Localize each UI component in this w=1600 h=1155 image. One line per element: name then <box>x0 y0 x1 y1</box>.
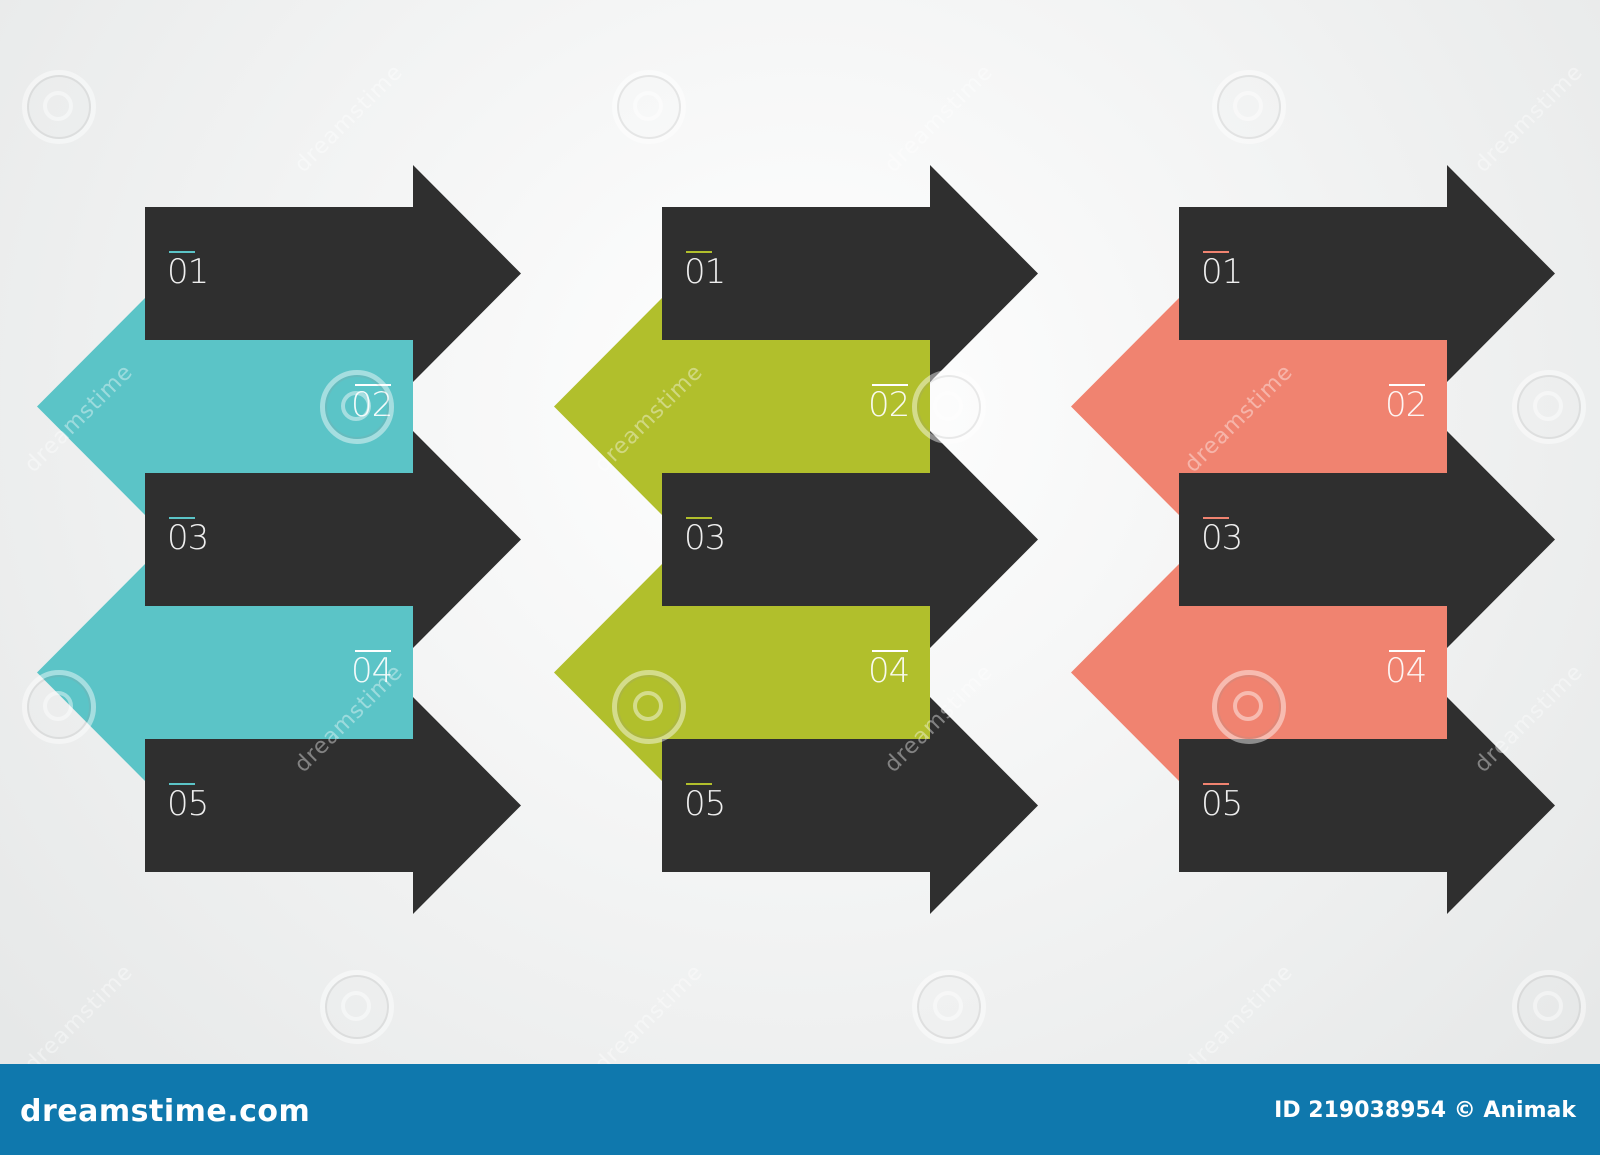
arrow-step-03 <box>1179 431 1555 648</box>
step-label-rule <box>686 517 712 519</box>
step-label-rule <box>169 783 195 785</box>
step-label: 02 <box>868 385 910 425</box>
watermark-swirl-icon <box>612 670 686 744</box>
footer-bar: dreamstime.com ID 219038954 © Animak <box>0 1064 1600 1155</box>
step-label-rule <box>1203 251 1229 253</box>
step-label: 01 <box>684 252 726 292</box>
arrow-group-2 <box>554 165 1038 914</box>
watermark-swirl-icon <box>22 670 96 744</box>
step-label-rule <box>872 650 908 652</box>
step-label-rule <box>1389 384 1425 386</box>
arrow-step-01 <box>145 165 521 382</box>
footer-image-id: ID 219038954 © Animak <box>1274 1098 1576 1123</box>
step-label: 05 <box>684 784 726 824</box>
step-label-rule <box>1203 783 1229 785</box>
watermark-swirl-icon <box>912 370 986 444</box>
step-label: 04 <box>351 651 393 691</box>
step-label-rule <box>169 251 195 253</box>
step-label: 03 <box>684 518 726 558</box>
arrow-step-02 <box>37 298 413 515</box>
arrow-step-03 <box>145 431 521 648</box>
footer-logo[interactable]: dreamstime.com <box>20 1094 311 1129</box>
step-label: 05 <box>1201 784 1243 824</box>
step-label: 01 <box>167 252 209 292</box>
arrow-step-04 <box>37 564 413 781</box>
step-label-rule <box>355 650 391 652</box>
arrow-step-02 <box>1071 298 1447 515</box>
step-label: 01 <box>1201 252 1243 292</box>
arrow-step-01 <box>1179 165 1555 382</box>
arrow-group-1 <box>37 165 521 914</box>
arrow-infographics <box>37 165 1555 914</box>
arrow-group-3 <box>1071 165 1555 914</box>
arrow-step-03 <box>662 431 1038 648</box>
watermark-swirl-icon <box>612 70 686 144</box>
step-label: 04 <box>1385 651 1427 691</box>
step-label-rule <box>872 384 908 386</box>
step-label-rule <box>1203 517 1229 519</box>
step-label: 03 <box>1201 518 1243 558</box>
arrow-step-01 <box>662 165 1038 382</box>
step-label-rule <box>686 251 712 253</box>
arrow-step-05 <box>1179 697 1555 914</box>
step-label-rule <box>169 517 195 519</box>
watermark-swirl-icon <box>1512 370 1586 444</box>
arrow-step-02 <box>554 298 930 515</box>
watermark-swirl-icon <box>1512 970 1586 1044</box>
step-label: 05 <box>167 784 209 824</box>
watermark-swirl-icon <box>320 370 394 444</box>
watermark-swirl-icon <box>912 970 986 1044</box>
arrow-step-05 <box>145 697 521 914</box>
step-label-rule <box>686 783 712 785</box>
watermark-swirl-icon <box>320 970 394 1044</box>
step-label: 04 <box>868 651 910 691</box>
watermark-swirl-icon <box>22 70 96 144</box>
step-label-rule <box>1389 650 1425 652</box>
watermark-swirl-icon <box>1212 670 1286 744</box>
watermark-swirl-icon <box>1212 70 1286 144</box>
step-label: 03 <box>167 518 209 558</box>
step-label: 02 <box>1385 385 1427 425</box>
arrow-step-05 <box>662 697 1038 914</box>
